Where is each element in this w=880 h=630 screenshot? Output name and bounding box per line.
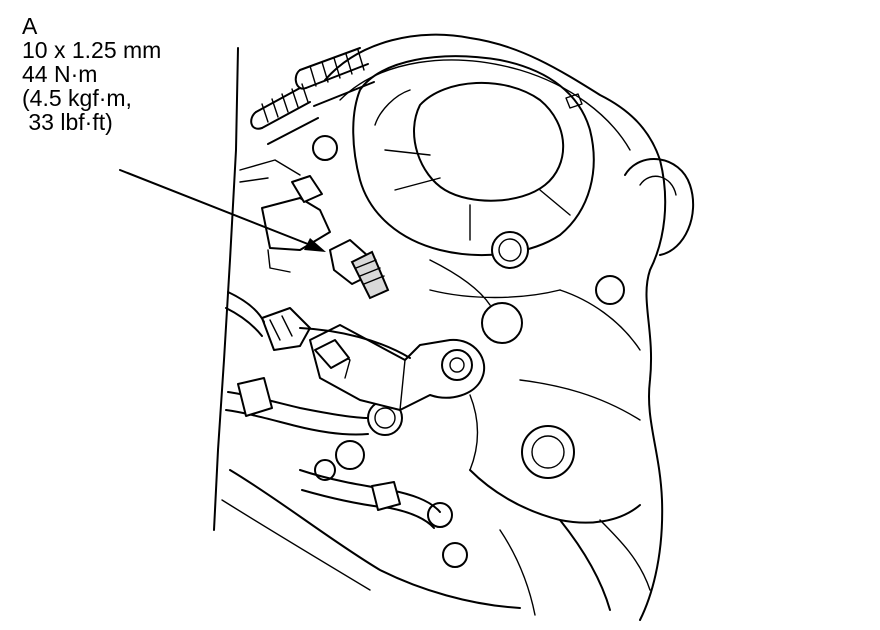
leader-arrowhead: [304, 238, 326, 252]
sensor-bracket: [309, 324, 486, 411]
bolt-size-label: 10 x 1.25 mm: [22, 37, 162, 63]
torque-kgf-label: (4.5 kgf·m,: [22, 85, 132, 111]
callout-letter: A: [22, 13, 38, 39]
pump-dome: [352, 55, 595, 256]
casting-inner-contour: [339, 59, 631, 151]
torque-callout: A 10 x 1.25 mm 44 N·m (4.5 kgf·m, 33 lbf…: [22, 14, 161, 134]
upper-bracket: [239, 159, 331, 273]
torque-lbf-label: 33 lbf·ft): [22, 109, 113, 135]
torque-nm-label: 44 N·m: [22, 61, 98, 87]
leader-line: [119, 169, 319, 249]
casting-outline: [324, 33, 667, 621]
wire-harness: [225, 291, 441, 529]
bolt-a: [329, 239, 390, 300]
bolt-heads: [312, 135, 625, 568]
lower-housing: [221, 259, 651, 616]
housing-left-edge: [213, 47, 239, 531]
bellows-tubes: [250, 47, 375, 145]
right-boss: [624, 158, 695, 256]
sensor-connector: [261, 307, 350, 369]
